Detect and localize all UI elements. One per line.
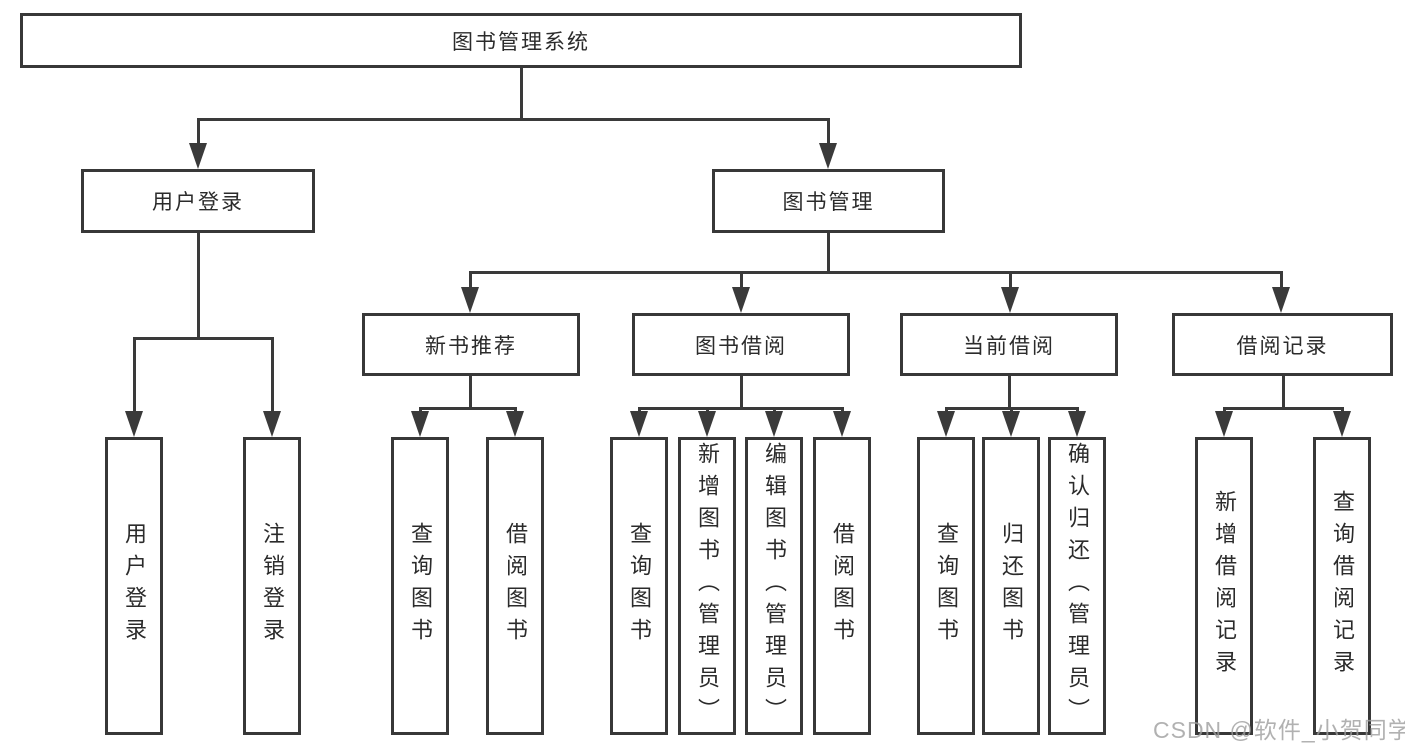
arrowhead bbox=[698, 411, 716, 437]
edge-drop bbox=[773, 407, 776, 412]
arrowhead bbox=[1333, 411, 1351, 437]
node-book-management: 图书管理 bbox=[712, 169, 945, 233]
edge-drop bbox=[945, 407, 948, 412]
leaf-label: 新增借阅记录 bbox=[1212, 490, 1237, 682]
leaf-query-books-borrow: 查询图书 bbox=[610, 437, 668, 735]
arrowhead-leaf-login bbox=[125, 411, 143, 437]
leaf-user-login: 用户登录 bbox=[105, 437, 163, 735]
leaf-query-books-recommend: 查询图书 bbox=[391, 437, 449, 735]
arrowhead-records bbox=[1272, 287, 1290, 313]
leaf-label: 归还图书 bbox=[999, 522, 1024, 650]
edge-drop-user-login bbox=[197, 118, 200, 143]
leaf-confirm-return-admin: 确认归还（管理员） bbox=[1048, 437, 1106, 735]
arrowhead bbox=[765, 411, 783, 437]
arrowhead-leaf-logout bbox=[263, 411, 281, 437]
edge-login-branch bbox=[133, 337, 274, 340]
node-label: 图书管理 bbox=[782, 191, 875, 214]
arrowhead bbox=[1068, 411, 1086, 437]
edge-login-stem bbox=[197, 233, 200, 337]
leaf-label: 注销登录 bbox=[260, 522, 285, 650]
edge-drop bbox=[514, 407, 517, 412]
arrowhead-book-management bbox=[819, 143, 837, 169]
edge-root-stem bbox=[520, 68, 523, 118]
edge-recommend-branch bbox=[419, 407, 517, 410]
leaf-label: 确认归还（管理员） bbox=[1065, 442, 1090, 730]
node-user-login: 用户登录 bbox=[81, 169, 315, 233]
node-book-borrow: 图书借阅 bbox=[632, 313, 850, 376]
node-label: 图书管理系统 bbox=[452, 30, 590, 54]
edge-mgmt-stem bbox=[827, 233, 830, 271]
edge-drop bbox=[841, 407, 844, 412]
edge-drop bbox=[1341, 407, 1344, 412]
node-label: 用户登录 bbox=[152, 191, 244, 214]
arrowhead bbox=[833, 411, 851, 437]
leaf-return-books: 归还图书 bbox=[982, 437, 1040, 735]
leaf-label: 用户登录 bbox=[122, 522, 147, 650]
leaf-label: 借阅图书 bbox=[830, 522, 855, 650]
edge-drop bbox=[1076, 407, 1079, 412]
leaf-label: 借阅图书 bbox=[503, 522, 528, 650]
leaf-edit-books-admin: 编辑图书（管理员） bbox=[745, 437, 803, 735]
edge-root-branch bbox=[197, 118, 830, 121]
leaf-borrow-books-borrow: 借阅图书 bbox=[813, 437, 871, 735]
edge-drop-current bbox=[1009, 271, 1012, 287]
arrowhead bbox=[411, 411, 429, 437]
edge-drop bbox=[419, 407, 422, 412]
arrowhead bbox=[630, 411, 648, 437]
leaf-label: 查询借阅记录 bbox=[1330, 490, 1355, 682]
leaf-label: 新增图书（管理员） bbox=[695, 442, 720, 730]
node-label: 新书推荐 bbox=[425, 334, 517, 358]
edge-recommend-stem bbox=[469, 376, 472, 407]
edge-current-stem bbox=[1008, 376, 1011, 407]
csdn-watermark: CSDN @软件_小贺同学 bbox=[1153, 717, 1405, 743]
edge-drop-borrow bbox=[740, 271, 743, 287]
arrowhead-recommend bbox=[461, 287, 479, 313]
edge-drop bbox=[1223, 407, 1226, 412]
leaf-label: 查询图书 bbox=[627, 522, 652, 650]
arrowhead bbox=[1215, 411, 1233, 437]
arrowhead bbox=[1002, 411, 1020, 437]
node-current-borrow: 当前借阅 bbox=[900, 313, 1118, 376]
arrowhead-current bbox=[1001, 287, 1019, 313]
edge-mgmt-branch bbox=[469, 271, 1283, 274]
leaf-add-books-admin: 新增图书（管理员） bbox=[678, 437, 736, 735]
node-label: 借阅记录 bbox=[1236, 334, 1329, 358]
edge-drop-records bbox=[1280, 271, 1283, 287]
edge-records-stem bbox=[1282, 376, 1285, 407]
leaf-logout: 注销登录 bbox=[243, 437, 301, 735]
node-label: 图书借阅 bbox=[695, 334, 787, 358]
edge-borrow-branch bbox=[638, 407, 843, 410]
edge-drop bbox=[638, 407, 641, 412]
edge-borrow-stem bbox=[740, 376, 743, 407]
node-borrow-records: 借阅记录 bbox=[1172, 313, 1393, 376]
edge-drop bbox=[706, 407, 709, 412]
edge-drop bbox=[1010, 407, 1013, 412]
leaf-add-borrow-record: 新增借阅记录 bbox=[1195, 437, 1253, 735]
node-library-management-system: 图书管理系统 bbox=[20, 13, 1022, 68]
leaf-query-books-current: 查询图书 bbox=[917, 437, 975, 735]
leaf-query-borrow-record: 查询借阅记录 bbox=[1313, 437, 1371, 735]
edge-drop-leaf-login bbox=[133, 337, 136, 411]
edge-drop-book-management bbox=[827, 118, 830, 143]
leaf-label: 编辑图书（管理员） bbox=[762, 442, 787, 730]
leaf-label: 查询图书 bbox=[934, 522, 959, 650]
edge-drop-leaf-logout bbox=[271, 337, 274, 411]
arrowhead bbox=[937, 411, 955, 437]
node-label: 当前借阅 bbox=[963, 334, 1055, 358]
leaf-label: 查询图书 bbox=[408, 522, 433, 650]
arrowhead-borrow bbox=[732, 287, 750, 313]
edge-records-branch bbox=[1223, 407, 1344, 410]
arrowhead-user-login bbox=[189, 143, 207, 169]
leaf-borrow-books-recommend: 借阅图书 bbox=[486, 437, 544, 735]
arrowhead bbox=[506, 411, 524, 437]
node-new-book-recommend: 新书推荐 bbox=[362, 313, 580, 376]
edge-drop-recommend bbox=[469, 271, 472, 287]
